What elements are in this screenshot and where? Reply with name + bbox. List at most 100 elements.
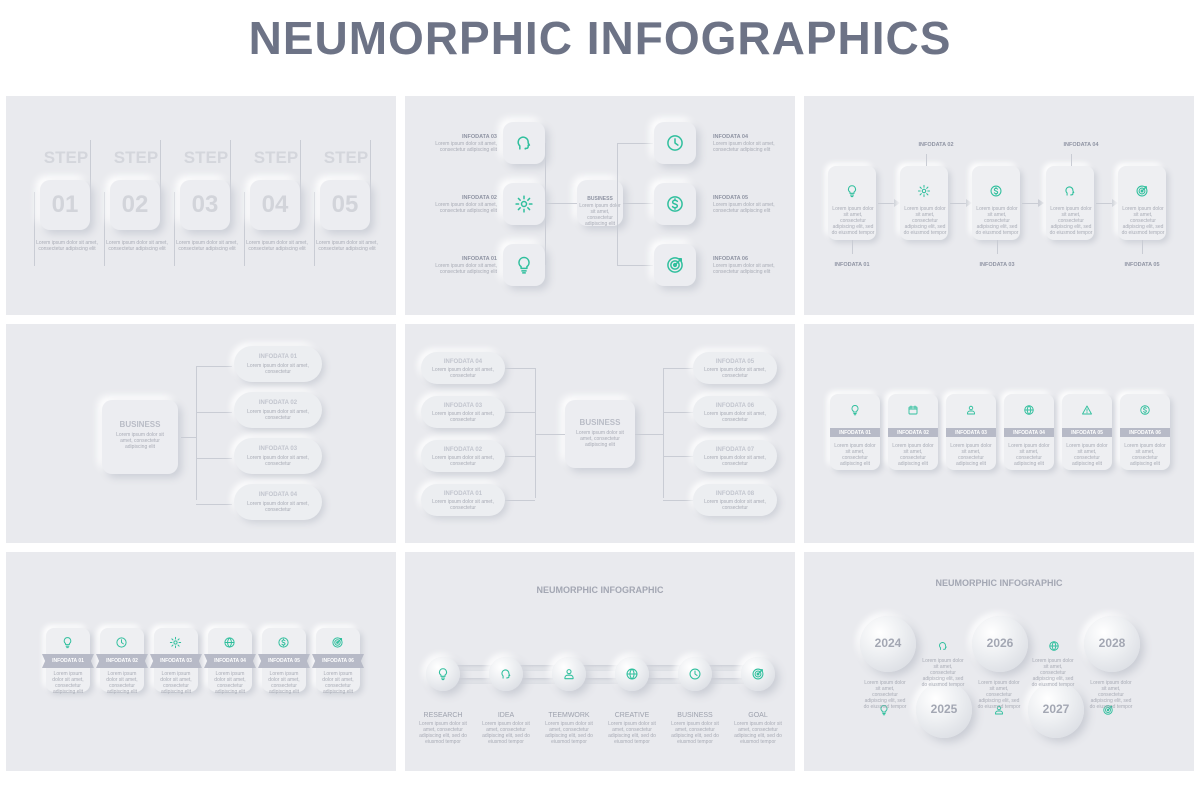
infodata-label: INFODATA 02 xyxy=(443,447,483,453)
step-text: Lorem ipsum dolor sit amet, consectetur … xyxy=(106,240,168,252)
connector-line xyxy=(617,265,653,266)
connector-line xyxy=(505,500,535,501)
process-text: Lorem ipsum dolor sit amet, consectetur … xyxy=(831,206,875,236)
connector-line xyxy=(1022,203,1042,204)
left-icon-box xyxy=(503,122,545,164)
connector-line xyxy=(196,504,232,505)
infodata-text: Lorem ipsum dolor sit amet, consectetur … xyxy=(713,141,775,153)
step-card xyxy=(110,180,160,230)
year-circle xyxy=(1084,616,1140,672)
step-number: 03 xyxy=(191,191,219,218)
infodata-label: INFODATA 01 xyxy=(839,430,871,436)
infodata-label: INFODATA 01 xyxy=(258,354,298,360)
head-icon xyxy=(1063,184,1077,198)
infodata-label: INFODATA 03 xyxy=(955,430,987,436)
step-text: Lorem ipsum dolor sit amet, consectetur … xyxy=(36,240,98,252)
process-text: Lorem ipsum dolor sit amet, consectetur … xyxy=(975,206,1019,236)
step-text: Lorem ipsum dolor sit amet, consectetur … xyxy=(246,240,308,252)
ribbon-bar xyxy=(96,654,148,668)
infodata-label: INFODATA 05 xyxy=(715,359,755,365)
bulb-icon xyxy=(878,704,890,716)
infodata-text: Lorem ipsum dolor sit amet, consectetur … xyxy=(713,263,775,275)
year-label: 2024 xyxy=(874,636,902,650)
step-card xyxy=(180,180,230,230)
timeline-track xyxy=(439,665,763,671)
process-card xyxy=(1118,166,1166,240)
connector-line xyxy=(244,192,245,266)
connector-line xyxy=(314,192,315,266)
connector-line xyxy=(160,140,161,210)
step-word: STEP xyxy=(323,148,369,167)
infodata-pill xyxy=(234,346,322,382)
person-icon xyxy=(965,404,977,416)
connector-line xyxy=(535,434,565,435)
connector-line xyxy=(878,203,898,204)
connector-line xyxy=(617,143,653,144)
connector-line xyxy=(181,437,196,438)
step-card xyxy=(40,180,90,230)
step-word: STEP xyxy=(113,148,159,167)
globe-icon xyxy=(1023,404,1035,416)
calendar-icon xyxy=(907,404,919,416)
label-bar xyxy=(1004,428,1054,437)
infodata-text: Lorem ipsum dolor sit amet, consectetur … xyxy=(1066,443,1108,467)
arrow-head xyxy=(1038,199,1044,207)
infodata-pill-right xyxy=(693,484,777,516)
clock-icon xyxy=(688,667,702,681)
timeline-label: CREATIVE xyxy=(614,712,650,719)
process-text: Lorem ipsum dolor sit amet, consectetur … xyxy=(1049,206,1093,236)
infodata-label: INFODATA 06 xyxy=(1129,430,1161,436)
arrow-head xyxy=(966,199,972,207)
infodata-pill-left xyxy=(421,352,505,384)
process-card xyxy=(972,166,1020,240)
connector-line xyxy=(663,368,693,369)
head-icon xyxy=(514,133,534,153)
ribbon-bar xyxy=(150,654,202,668)
infodata-text: Lorem ipsum dolor sit amet, consectetur xyxy=(704,411,766,423)
infodata-text: Lorem ipsum dolor sit amet, consectetur … xyxy=(52,671,84,695)
year-label: 2027 xyxy=(1042,702,1070,716)
business-text: Lorem ipsum dolor sit amet, consectetur … xyxy=(116,432,164,450)
label-bar xyxy=(1062,428,1112,437)
step-word: STEP xyxy=(183,148,229,167)
connector-line xyxy=(663,456,693,457)
infodata-label: INFODATA 06 xyxy=(713,256,749,262)
business-box xyxy=(102,400,178,474)
connector-line xyxy=(1142,240,1143,254)
bulb-icon xyxy=(514,255,534,275)
connector-line xyxy=(196,366,197,500)
head-icon xyxy=(937,640,949,652)
connector-line xyxy=(505,456,535,457)
ribbon-bar xyxy=(258,654,310,668)
connector-line xyxy=(1096,203,1116,204)
infodata-pill xyxy=(234,484,322,520)
infodata-pill-left xyxy=(421,440,505,472)
bulb-icon xyxy=(845,184,859,198)
arrow-head xyxy=(894,199,900,207)
connector-line xyxy=(635,434,663,435)
person-icon xyxy=(562,667,576,681)
year-text: Lorem ipsum dolor sit amet, consectetur … xyxy=(921,658,965,688)
infodata-label: INFODATA 01 xyxy=(52,658,84,664)
infodata-text: Lorem ipsum dolor sit amet, consectetur xyxy=(247,501,309,513)
infodata-label: INFODATA 02 xyxy=(106,658,138,664)
infodata-text: Lorem ipsum dolor sit amet, consectetur … xyxy=(1008,443,1050,467)
business-text: Lorem ipsum dolor sit amet, consectetur … xyxy=(579,203,621,227)
step-word: STEP xyxy=(43,148,89,167)
ribbon-bar xyxy=(42,654,94,668)
connector-line xyxy=(505,412,535,413)
year-label: 2025 xyxy=(930,702,958,716)
connector-line xyxy=(104,192,105,266)
infodata-label: INFODATA 04 xyxy=(214,658,246,664)
business-box xyxy=(577,180,623,226)
clock-icon xyxy=(665,133,685,153)
connector-line xyxy=(300,140,301,210)
infodata-text: Lorem ipsum dolor sit amet, consectetur xyxy=(247,455,309,467)
connector-line xyxy=(230,140,231,210)
connector-line xyxy=(545,143,546,265)
infodata-text: Lorem ipsum dolor sit amet, consectetur xyxy=(432,455,494,467)
label-bar xyxy=(830,428,880,437)
